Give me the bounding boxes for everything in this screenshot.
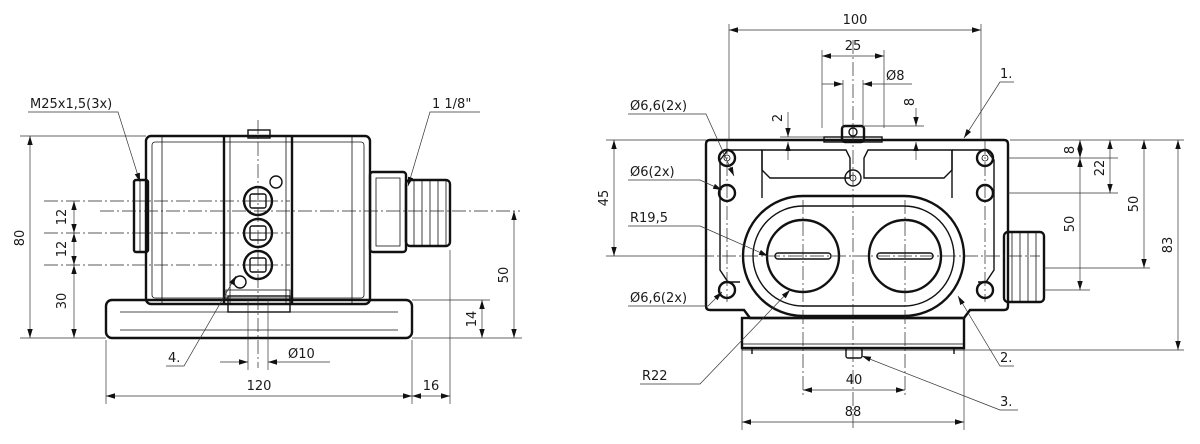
dim-22: 22 — [1093, 160, 1108, 177]
radius-callout-outer: R22 — [642, 369, 668, 384]
dim-50-side-a: 50 — [1063, 216, 1078, 233]
dim-14: 14 — [465, 311, 480, 328]
dim-25: 25 — [845, 39, 862, 54]
dim-80: 80 — [13, 230, 28, 247]
callout-4: 4. — [168, 351, 180, 366]
side-view: 100 25 Ø8 8 2 45 8 22 50 50 83 — [597, 13, 1184, 430]
callout-2: 2. — [1000, 351, 1012, 366]
dim-30: 30 — [55, 293, 70, 310]
dim-phi10: Ø10 — [288, 347, 315, 362]
dim-120: 120 — [247, 379, 272, 394]
side-housing — [704, 124, 1046, 359]
hole-callout-mid: Ø6(2x) — [630, 165, 675, 180]
front-view: 80 12 12 30 50 14 120 16 Ø10 M25x1,5(3x)… — [13, 97, 522, 404]
dim-16: 16 — [423, 379, 440, 394]
dim-100: 100 — [843, 13, 868, 28]
dim-83: 83 — [1161, 237, 1176, 254]
left-cable-gland — [132, 178, 150, 254]
callout-3: 3. — [1000, 395, 1012, 410]
dim-88: 88 — [845, 405, 862, 420]
dim-8-right: 8 — [1063, 146, 1078, 154]
hole-callout-bottom: Ø6,6(2x) — [630, 291, 687, 306]
radius-callout-inner: R19,5 — [630, 211, 668, 226]
thread-callout: M25x1,5(3x) — [30, 97, 112, 112]
dim-2: 2 — [771, 114, 786, 122]
dim-50-side-b: 50 — [1127, 196, 1142, 213]
base-plate — [104, 295, 414, 340]
dim-phi8: Ø8 — [886, 69, 905, 84]
dim-40: 40 — [846, 373, 863, 388]
connector-1-1-8 — [368, 170, 452, 254]
callout-1: 1. — [1000, 67, 1012, 82]
dim-50-front: 50 — [497, 267, 512, 284]
dim-12-lower: 12 — [55, 241, 70, 258]
connector-callout: 1 1/8" — [432, 97, 471, 112]
dim-45: 45 — [597, 190, 612, 207]
hole-callout-top: Ø6,6(2x) — [630, 99, 687, 114]
dim-8-pin: 8 — [903, 98, 918, 106]
dim-12-upper: 12 — [55, 209, 70, 226]
